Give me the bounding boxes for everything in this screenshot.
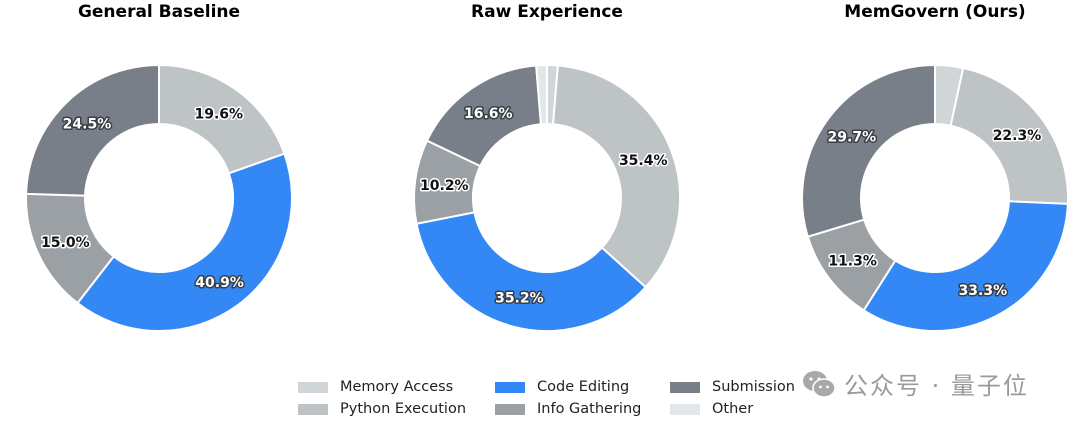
slice-percent-label: 15.0% [41, 235, 90, 251]
legend-label: Info Gathering [537, 401, 642, 417]
legend-item-submission: Submission [670, 376, 795, 398]
slice-submission [25, 63, 160, 197]
slice-submission [801, 63, 936, 238]
legend-swatch [670, 381, 700, 393]
legend-label: Other [712, 401, 754, 417]
slice-percent-label: 11.3% [828, 254, 877, 270]
chart-title-memgovern: MemGovern (Ours) [844, 2, 1026, 22]
legend-item-info-gathering: Info Gathering [495, 398, 641, 420]
chart-title-raw-experience: Raw Experience [471, 2, 623, 22]
slice-code-editing [415, 211, 648, 332]
slice-percent-label: 33.3% [959, 283, 1008, 299]
slice-percent-label: 19.6% [194, 107, 243, 123]
legend-item-memory-access: Memory Access [298, 376, 453, 398]
legend-swatch [495, 381, 525, 393]
donut-general-baseline: 19.6% 40.9% 15.0% 24.5% [25, 63, 293, 332]
legend-item-other: Other [670, 398, 753, 420]
slice-percent-label: 22.3% [993, 128, 1042, 144]
legend: Memory Access Python Execution Code Edit… [298, 376, 798, 422]
slice-other [535, 63, 548, 126]
legend-label: Submission [712, 379, 795, 395]
donut-raw-experience: 35.4% 35.2% 10.2% 16.6% [413, 63, 681, 332]
watermark-text: 公众号 · 量子位 [844, 372, 1029, 400]
legend-label: Memory Access [340, 379, 454, 395]
slice-percent-label: 10.2% [420, 178, 469, 194]
slice-python-execution [158, 63, 286, 175]
slice-code-editing [862, 200, 1069, 332]
slice-percent-label: 16.6% [464, 106, 513, 122]
legend-swatch [495, 403, 525, 415]
chart-title-general-baseline: General Baseline [77, 2, 241, 22]
slice-percent-label: 35.4% [619, 153, 668, 169]
legend-item-python-execution: Python Execution [298, 398, 466, 420]
slice-percent-label: 29.7% [828, 129, 877, 145]
legend-item-code-editing: Code Editing [495, 376, 629, 398]
watermark: 公众号 · 量子位 [802, 366, 1029, 401]
legend-swatch [670, 403, 700, 415]
donut-charts: 19.6% 40.9% 15.0% 24.5% 35.4% 35.2% 10.2% 16.6… [25, 63, 1069, 332]
wechat-icon [803, 370, 836, 398]
legend-swatch [298, 403, 328, 415]
legend-label: Code Editing [537, 379, 630, 395]
legend-label: Python Execution [340, 401, 467, 417]
slice-percent-label: 40.9% [195, 275, 244, 291]
slice-percent-label: 24.5% [63, 117, 112, 133]
slice-python-execution [949, 66, 1069, 205]
slice-code-editing [76, 152, 293, 332]
slice-python-execution [551, 64, 681, 289]
legend-swatch [298, 381, 328, 393]
slice-percent-label: 35.2% [495, 291, 544, 307]
donut-memgovern: 22.3% 33.3% 11.3% 29.7% [801, 63, 1069, 332]
